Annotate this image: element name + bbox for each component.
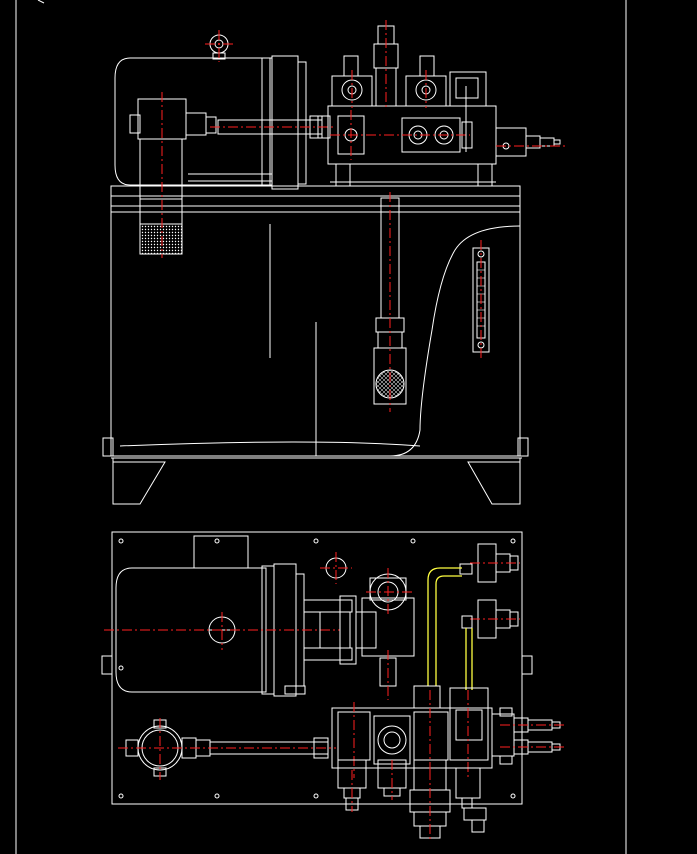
suction-strainer [373,192,407,412]
solenoid-valves-top [331,20,487,152]
tank-plan-outline [101,531,533,805]
filler-breather [129,92,217,258]
drawing-frame [15,0,627,854]
pump-coupling-plan [303,568,415,665]
electric-motor [114,30,307,190]
tank-legs [111,457,522,505]
manifold-plan [331,685,564,778]
pipework-plan [379,567,473,700]
top-plan-view [101,531,564,842]
filler-breather-plan [118,718,336,780]
solenoids-plan [337,759,487,842]
oil-tank [102,185,529,457]
pressure-pipe [210,115,336,139]
pressure-gauges-plan [459,543,520,639]
front-elevation-view [102,20,566,505]
tank-port-marker [320,552,352,584]
motor-plan [104,535,340,697]
valve-manifold [327,105,566,187]
oil-level-gauge [472,240,490,360]
